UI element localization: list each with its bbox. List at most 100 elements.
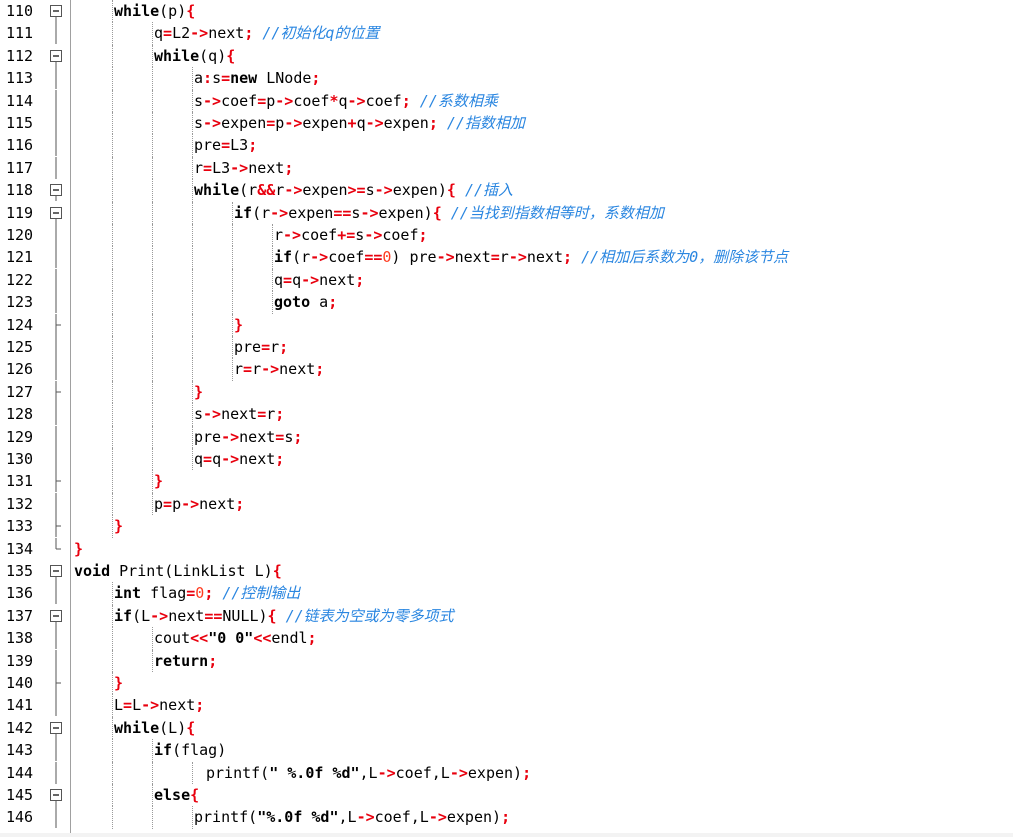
- code-text[interactable]: pre->next=s;: [194, 426, 302, 448]
- code-text[interactable]: pre=r;: [234, 336, 288, 358]
- indent-guide: [232, 246, 233, 269]
- code-line[interactable]: 127}: [0, 380, 1013, 404]
- fold-collapse-icon[interactable]: [49, 179, 63, 202]
- fold-collapse-icon[interactable]: [49, 605, 63, 627]
- code-text[interactable]: if(flag): [154, 739, 226, 761]
- code-text[interactable]: else{: [154, 784, 199, 806]
- operator-token: ;: [284, 158, 294, 177]
- code-text[interactable]: s->expen=p->expen+q->expen; //指数相加: [194, 112, 525, 134]
- code-text[interactable]: }: [114, 672, 123, 694]
- code-text[interactable]: r=r->next;: [234, 358, 324, 380]
- code-text[interactable]: if(r->expen==s->expen){ //当找到指数相等时，系数相加: [234, 202, 664, 224]
- indent-guide: [192, 291, 193, 314]
- code-text[interactable]: r=L3->next;: [194, 157, 293, 179]
- code-line[interactable]: 133}: [0, 515, 1013, 538]
- code-text[interactable]: printf(" %.0f %d",L->coef,L->expen);: [206, 762, 531, 784]
- code-text[interactable]: void Print(LinkList L){: [74, 560, 282, 582]
- indent-guide: [112, 739, 113, 762]
- code-text[interactable]: }: [154, 470, 163, 492]
- code-text[interactable]: pre=L3;: [194, 134, 257, 156]
- code-text[interactable]: a:s=new LNode;: [194, 67, 320, 89]
- indent-guide: [112, 672, 113, 695]
- code-text[interactable]: cout<<"0 0"<<endl;: [154, 627, 317, 649]
- code-text[interactable]: q=L2->next; //初始化q的位置: [154, 22, 379, 44]
- operator-token: ;: [522, 763, 532, 782]
- code-text[interactable]: if(L->next==NULL){ //链表为空或为零多项式: [114, 605, 454, 627]
- operator-token: ->: [270, 203, 289, 222]
- indent-guide: [112, 336, 113, 359]
- code-text[interactable]: while(r&&r->expen>=s->expen){ //插入: [194, 179, 513, 201]
- code-text[interactable]: goto a;: [274, 291, 337, 313]
- fold-collapse-icon[interactable]: [49, 560, 63, 582]
- code-text[interactable]: }: [74, 538, 83, 560]
- code-text[interactable]: int flag=0; //控制输出: [114, 582, 300, 604]
- operator-token: }: [194, 382, 204, 401]
- fold-collapse-icon[interactable]: [49, 717, 63, 739]
- code-line[interactable]: 134}: [0, 537, 1013, 560]
- code-text[interactable]: while(q){: [154, 45, 235, 67]
- code-text[interactable]: p=p->next;: [154, 493, 244, 515]
- fold-collapse-icon[interactable]: [49, 45, 63, 67]
- code-text[interactable]: }: [234, 314, 243, 336]
- operator-token: =: [283, 270, 293, 289]
- code-text[interactable]: s->coef=p->coef*q->coef; //系数相乘: [194, 90, 498, 112]
- indent-guide: [152, 268, 153, 292]
- code-text[interactable]: s->next=r;: [194, 403, 284, 425]
- code-text[interactable]: return;: [154, 650, 217, 672]
- operator-token: ->: [203, 114, 222, 132]
- fold-collapse-icon[interactable]: [49, 784, 63, 806]
- code-text[interactable]: }: [114, 515, 123, 537]
- fold-guide-icon: [49, 358, 63, 381]
- code-text[interactable]: printf("%.0f %d",L->coef,L->expen);: [194, 806, 510, 828]
- fold-collapse-icon[interactable]: [49, 0, 63, 22]
- code-text[interactable]: r->coef+=s->coef;: [274, 224, 428, 246]
- code-text[interactable]: if(r->coef==0) pre->next=r->next; //相加后系…: [274, 246, 788, 268]
- code-line[interactable]: 124}: [0, 313, 1013, 336]
- code-text[interactable]: q=q->next;: [274, 269, 364, 291]
- code-line[interactable]: 131}: [0, 470, 1013, 493]
- identifier-token: L: [132, 696, 142, 715]
- indent-guide: [192, 67, 193, 90]
- code-text[interactable]: while(L){: [114, 717, 195, 739]
- operator-token: =: [163, 494, 173, 513]
- code-text[interactable]: while(p){: [114, 0, 195, 22]
- code-line[interactable]: 140}: [0, 672, 1013, 695]
- code-text[interactable]: L=L->next;: [114, 694, 204, 716]
- code-text[interactable]: }: [194, 381, 203, 403]
- horizontal-scrollbar[interactable]: [0, 833, 1013, 837]
- fold-collapse-icon[interactable]: [49, 202, 63, 224]
- code-text[interactable]: q=q->next;: [194, 448, 284, 470]
